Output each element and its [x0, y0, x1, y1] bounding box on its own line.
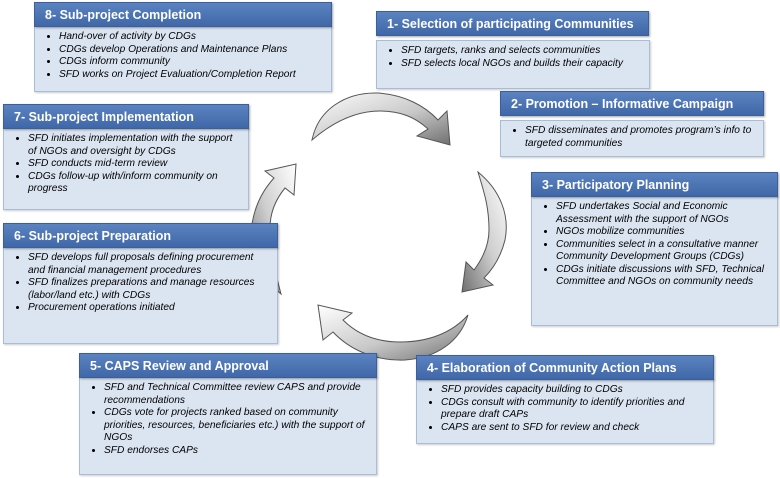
step-1-item: SFD selects local NGOs and builds their … [401, 58, 643, 71]
arrow-bottom [317, 304, 469, 361]
step-3-item: NGOs mobilize communities [556, 226, 771, 239]
step-8-body: Hand-over of activity by CDGs CDGs devel… [34, 26, 332, 92]
step-6-item: SFD finalizes preparations and manage re… [28, 277, 271, 302]
step-8-item: SFD works on Project Evaluation/Completi… [59, 69, 325, 82]
step-2-title: 2- Promotion – Informative Campaign [500, 91, 764, 116]
step-8-title: 8- Sub-project Completion [34, 2, 332, 27]
step-3-item: SFD undertakes Social and Economic Asses… [556, 201, 771, 226]
step-6-item: Procurement operations initiated [28, 302, 271, 315]
step-7-item: CDGs follow-up with/inform community on … [28, 171, 242, 196]
step-1-item: SFD targets, ranks and selects communiti… [401, 45, 643, 58]
step-4-body: SFD provides capacity building to CDGs C… [416, 379, 714, 444]
step-4-item: CAPS are sent to SFD for review and chec… [441, 422, 707, 435]
step-1-title: 1- Selection of participating Communitie… [376, 11, 649, 36]
step-6-item: SFD develops full proposals defining pro… [28, 252, 271, 277]
step-2-body: SFD disseminates and promotes program’s … [500, 120, 764, 157]
step-6-title: 6- Sub-project Preparation [3, 223, 278, 248]
step-1-body: SFD targets, ranks and selects communiti… [376, 40, 650, 89]
step-8-item: CDGs develop Operations and Maintenance … [59, 44, 325, 57]
step-3-title: 3- Participatory Planning [531, 172, 778, 197]
arrow-top [311, 92, 451, 146]
step-8-item: Hand-over of activity by CDGs [59, 31, 325, 44]
step-5-item: SFD endorses CAPs [104, 445, 370, 458]
step-4-item: SFD provides capacity building to CDGs [441, 384, 707, 397]
step-7-item: SFD conducts mid-term review [28, 158, 242, 171]
step-4-item: CDGs consult with community to identify … [441, 397, 707, 422]
step-6-body: SFD develops full proposals defining pro… [3, 247, 278, 344]
step-3-item: Communities select in a consultative man… [556, 239, 771, 264]
step-5-body: SFD and Technical Committee review CAPS … [79, 377, 377, 475]
step-5-title: 5- CAPS Review and Approval [79, 353, 377, 378]
step-7-title: 7- Sub-project Implementation [3, 104, 249, 129]
step-4-title: 4- Elaboration of Community Action Plans [416, 355, 714, 380]
step-5-item: CDGs vote for projects ranked based on c… [104, 407, 370, 445]
step-3-body: SFD undertakes Social and Economic Asses… [531, 196, 778, 326]
step-3-item: CDGs initiate discussions with SFD, Tech… [556, 264, 771, 289]
step-5-item: SFD and Technical Committee review CAPS … [104, 382, 370, 407]
arrow-right [461, 170, 507, 293]
step-8-item: CDGs inform community [59, 56, 325, 69]
step-7-body: SFD initiates implementation with the su… [3, 128, 249, 210]
step-2-item: SFD disseminates and promotes program’s … [525, 125, 757, 150]
step-7-item: SFD initiates implementation with the su… [28, 133, 242, 158]
